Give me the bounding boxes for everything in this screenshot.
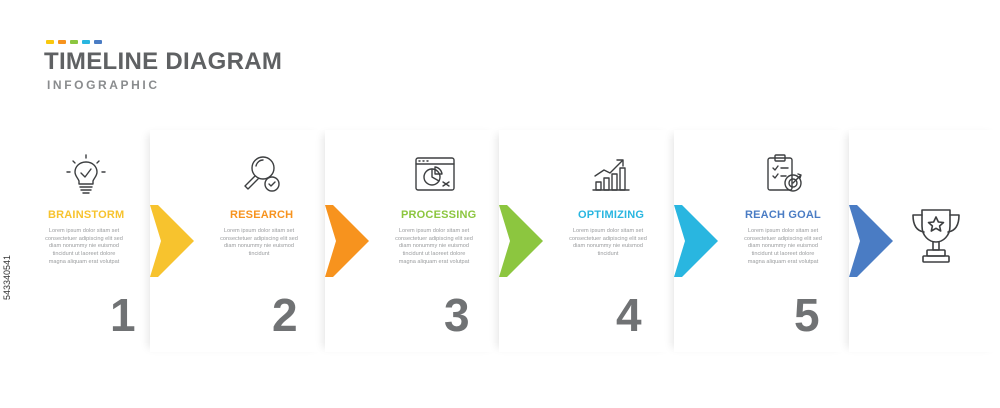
growth-bar-chart-icon (592, 159, 630, 191)
step-label-4: OPTIMIZING (578, 209, 645, 221)
clipboard-target-icon (767, 154, 802, 192)
step-number-2: 2 (272, 289, 298, 341)
step-description-2: Lorem ipsum dolor sitam set consectetuer… (220, 228, 298, 258)
color-dots (46, 40, 102, 44)
image-id-watermark: 543340541 (2, 254, 12, 300)
step-arrow-4 (674, 205, 718, 277)
step-arrow-5 (849, 205, 893, 277)
step-description-1: Lorem ipsum dolor sitam set consectetuer… (45, 228, 123, 265)
diagram-subtitle: INFOGRAPHIC (47, 78, 160, 92)
step-label-5: REACH GOAL (745, 209, 821, 221)
step-arrow-2 (325, 205, 369, 277)
color-dot (94, 40, 102, 44)
step-arrow-1 (150, 205, 194, 277)
step-number-1: 1 (110, 289, 136, 341)
color-dot (58, 40, 66, 44)
color-dot (46, 40, 54, 44)
trophy-star-icon (912, 209, 960, 263)
step-label-2: RESEARCH (230, 209, 294, 221)
color-dot (82, 40, 90, 44)
diagram-title: TIMELINE DIAGRAM (44, 48, 283, 75)
step-number-4: 4 (616, 289, 642, 341)
step-number-3: 3 (444, 289, 470, 341)
step-description-3: Lorem ipsum dolor sitam set consectetuer… (395, 228, 473, 265)
step-arrow-3 (499, 205, 543, 277)
step-label-3: PROCESSING (401, 209, 477, 221)
lightbulb-check-icon (66, 154, 106, 194)
browser-pie-chart-icon (415, 157, 455, 191)
step-number-5: 5 (794, 289, 820, 341)
step-label-1: BRAINSTORM (48, 209, 125, 221)
step-description-5: Lorem ipsum dolor sitam set consectetuer… (744, 228, 822, 265)
step-card-1 (0, 130, 175, 352)
magnifier-check-icon (244, 156, 280, 192)
color-dot (70, 40, 78, 44)
step-description-4: Lorem ipsum dolor sitam set consectetuer… (569, 228, 647, 258)
